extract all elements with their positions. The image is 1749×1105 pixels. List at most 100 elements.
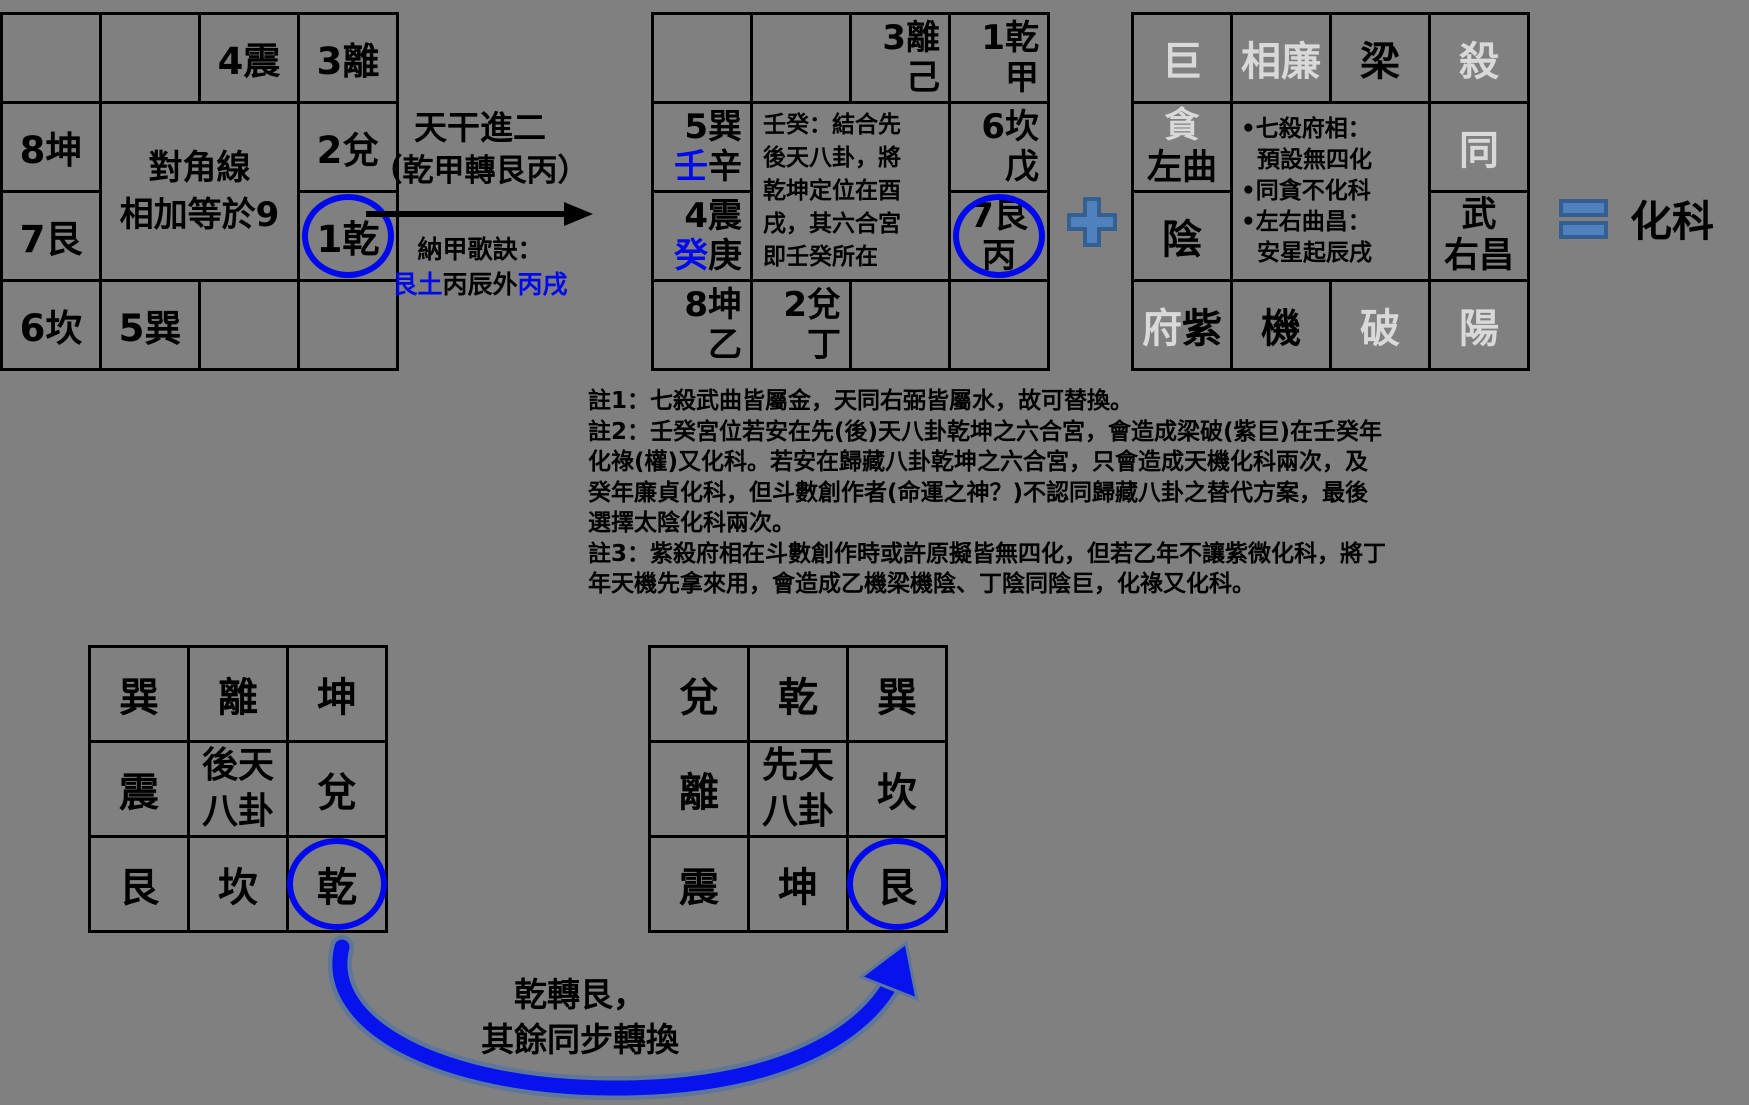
footnote-line: 癸年廉貞化科，但斗數創作者(命運之神？)不認同歸藏八卦之替代方案，最後 bbox=[588, 479, 1369, 506]
stem-blue: 癸 bbox=[674, 236, 708, 276]
cell-4-zhen-kuigeng: 4震 癸庚 bbox=[654, 193, 750, 279]
cell-2-dui-ding: 2兌 丁 bbox=[753, 282, 849, 368]
cell-8-kun: 8坤 bbox=[3, 104, 99, 190]
equals-icon bbox=[1558, 194, 1610, 248]
stem-label: 癸庚 bbox=[674, 236, 742, 276]
transform-block: 天干進二 （乾甲轉艮丙） 納甲歌訣： 艮土丙辰外丙戌 bbox=[358, 106, 602, 302]
cell-qian-circled: 乾 bbox=[287, 838, 387, 930]
diagonal-note: 對角線 相加等於9 bbox=[102, 104, 297, 279]
stem-blue: 壬 bbox=[674, 147, 708, 187]
curved-arrow-icon bbox=[280, 935, 940, 1105]
renkui-note: 壬癸：結合先 後天八卦，將 乾坤定位在酉 戌，其六合宮 即壬癸所在 bbox=[753, 104, 948, 279]
najia-label: 納甲歌訣： bbox=[417, 235, 543, 264]
empty-cell bbox=[201, 282, 297, 368]
grid-houtian-bagua: 巽 離 坤 震 後天 八卦 兌 艮 坎 乾 bbox=[88, 645, 388, 933]
footnote-line: 註3：紫殺府相在斗數創作時或許原擬皆無四化，但若乙年不讓紫微化科，將丁 bbox=[588, 540, 1387, 567]
cell-li: 離 bbox=[651, 743, 747, 835]
cell-3-li-ji: 3離 己 bbox=[852, 15, 948, 101]
footnote-line: 註2：壬癸宮位若安在先(後)天八卦乾坤之六合宮，會造成梁破(紫巨)在壬癸年 bbox=[588, 418, 1383, 445]
cell-line: 1乾 bbox=[981, 18, 1039, 58]
stem-black: 庚 bbox=[708, 236, 742, 276]
cell-7-gen: 7艮 bbox=[3, 193, 99, 279]
cell-kan: 坎 bbox=[849, 743, 945, 835]
cell-qian-label: 乾 bbox=[317, 865, 357, 911]
star-zi: 紫 bbox=[1182, 306, 1222, 352]
star-tan-zuoqu: 貪 左曲 bbox=[1134, 104, 1230, 190]
formula-part: 丙辰外 bbox=[442, 270, 518, 299]
star-sha: 殺 bbox=[1431, 15, 1527, 101]
footnote-line: 註1：七殺武曲皆屬金，天同右弼皆屬水，故可替換。 bbox=[588, 388, 1134, 414]
grid-bagua-stems: 3離 己 1乾 甲 5巽 壬辛 壬癸：結合先 後天八卦，將 乾坤定位在酉 戌，其… bbox=[651, 12, 1050, 371]
najia-formula: 艮土丙辰外丙戌 bbox=[358, 268, 602, 302]
star-ju: 巨 bbox=[1134, 15, 1230, 101]
cell-gen: 艮 bbox=[91, 838, 187, 930]
empty-cell bbox=[753, 15, 849, 101]
cell-line: 7艮 bbox=[970, 196, 1028, 236]
star-fu: 府 bbox=[1142, 306, 1182, 352]
cell-line: 2兌 bbox=[783, 285, 841, 325]
cell-6-kan: 6坎 bbox=[3, 282, 99, 368]
cell-7-gen-bing-circled: 7艮 丙 bbox=[951, 193, 1047, 279]
cell-xun: 巽 bbox=[849, 648, 945, 740]
grid-xiantian-bagua: 兌 乾 巽 離 先天 八卦 坎 震 坤 艮 bbox=[648, 645, 948, 933]
cell-1-qian-jia: 1乾 甲 bbox=[951, 15, 1047, 101]
footnote-line: 選擇太陰化科兩次。 bbox=[588, 510, 795, 536]
cell-line: 5巽 bbox=[684, 107, 742, 147]
grid-stars: 巨 相廉 梁 殺 貪 左曲 •七殺府相： 預設無四化 •同貪不化科 •左右曲昌：… bbox=[1131, 12, 1530, 371]
grid-houtian-numbered: 4震 3離 8坤 對角線 相加等於9 2兌 7艮 1乾 6坎 5巽 bbox=[0, 12, 399, 371]
empty-cell bbox=[3, 15, 99, 101]
cell-5-xun: 5巽 bbox=[102, 282, 198, 368]
curved-arrow-label: 乾轉艮， 其餘同步轉換 bbox=[481, 975, 679, 1059]
footnote-line: 年天機先拿來用，會造成乙機梁機陰、丁陰同陰巨，化祿又化科。 bbox=[588, 571, 1255, 597]
cell-2-dui: 2兌 bbox=[300, 104, 396, 190]
xiantian-title: 先天 八卦 bbox=[750, 743, 846, 835]
footnotes: 註1：七殺武曲皆屬金，天同右弼皆屬水，故可替換。 註2：壬癸宮位若安在先(後)天… bbox=[588, 386, 1386, 600]
stem-black: 辛 bbox=[708, 147, 742, 187]
plus-icon bbox=[1066, 196, 1118, 252]
cell-kun: 坤 bbox=[289, 648, 385, 740]
cell-kun: 坤 bbox=[750, 838, 846, 930]
formula-part: 丙戌 bbox=[517, 270, 568, 299]
cell-dui: 兌 bbox=[289, 743, 385, 835]
star-tan: 貪 bbox=[1164, 106, 1200, 146]
cell-3-li: 3離 bbox=[300, 15, 396, 101]
cell-line: 3離 bbox=[882, 18, 940, 58]
star-ji: 機 bbox=[1233, 282, 1329, 368]
empty-cell bbox=[102, 15, 198, 101]
transform-subtitle: （乾甲轉艮丙） bbox=[371, 153, 589, 189]
right-arrow-icon bbox=[366, 202, 593, 226]
star-po: 破 bbox=[1332, 282, 1428, 368]
star-zuoqu: 左曲 bbox=[1146, 148, 1217, 188]
cell-gen-label: 艮 bbox=[877, 865, 917, 911]
stem-label: 丁 bbox=[807, 325, 841, 365]
houtian-title: 後天 八卦 bbox=[190, 743, 286, 835]
star-wu-youchang: 武 右昌 bbox=[1431, 193, 1527, 279]
star-yin: 陰 bbox=[1134, 193, 1230, 279]
cell-zhen: 震 bbox=[91, 743, 187, 835]
stem-label: 己 bbox=[906, 58, 940, 98]
cell-xun: 巽 bbox=[91, 648, 187, 740]
stem-label: 戊 bbox=[1005, 147, 1039, 187]
cell-line: 4震 bbox=[684, 196, 742, 236]
cell-line: 8坤 bbox=[684, 285, 742, 325]
cell-gen-circled: 艮 bbox=[847, 838, 947, 930]
empty-cell bbox=[951, 282, 1047, 368]
cell-4-zhen: 4震 bbox=[201, 15, 297, 101]
empty-cell bbox=[852, 282, 948, 368]
stem-label: 乙 bbox=[708, 325, 742, 365]
cell-5-xun-renxin: 5巽 壬辛 bbox=[654, 104, 750, 190]
cell-li: 離 bbox=[190, 648, 286, 740]
footnote-line: 化祿(權)又化科。若安在歸藏八卦乾坤之六合宮，只會造成天機化科兩次，及 bbox=[588, 449, 1369, 475]
cell-kan: 坎 bbox=[190, 838, 286, 930]
star-xiang-lian: 相廉 bbox=[1233, 15, 1329, 101]
cell-line: 6坎 bbox=[981, 107, 1039, 147]
formula-part: 艮土 bbox=[392, 270, 443, 299]
empty-cell bbox=[300, 282, 396, 368]
cell-dui: 兌 bbox=[651, 648, 747, 740]
cell-zhen: 震 bbox=[651, 838, 747, 930]
cell-qian: 乾 bbox=[750, 648, 846, 740]
star-liang: 梁 bbox=[1332, 15, 1428, 101]
cell-8-kun-yi: 8坤 乙 bbox=[654, 282, 750, 368]
stem-label: 甲 bbox=[1005, 58, 1039, 98]
cell-1-qian-label: 1乾 bbox=[316, 218, 380, 261]
